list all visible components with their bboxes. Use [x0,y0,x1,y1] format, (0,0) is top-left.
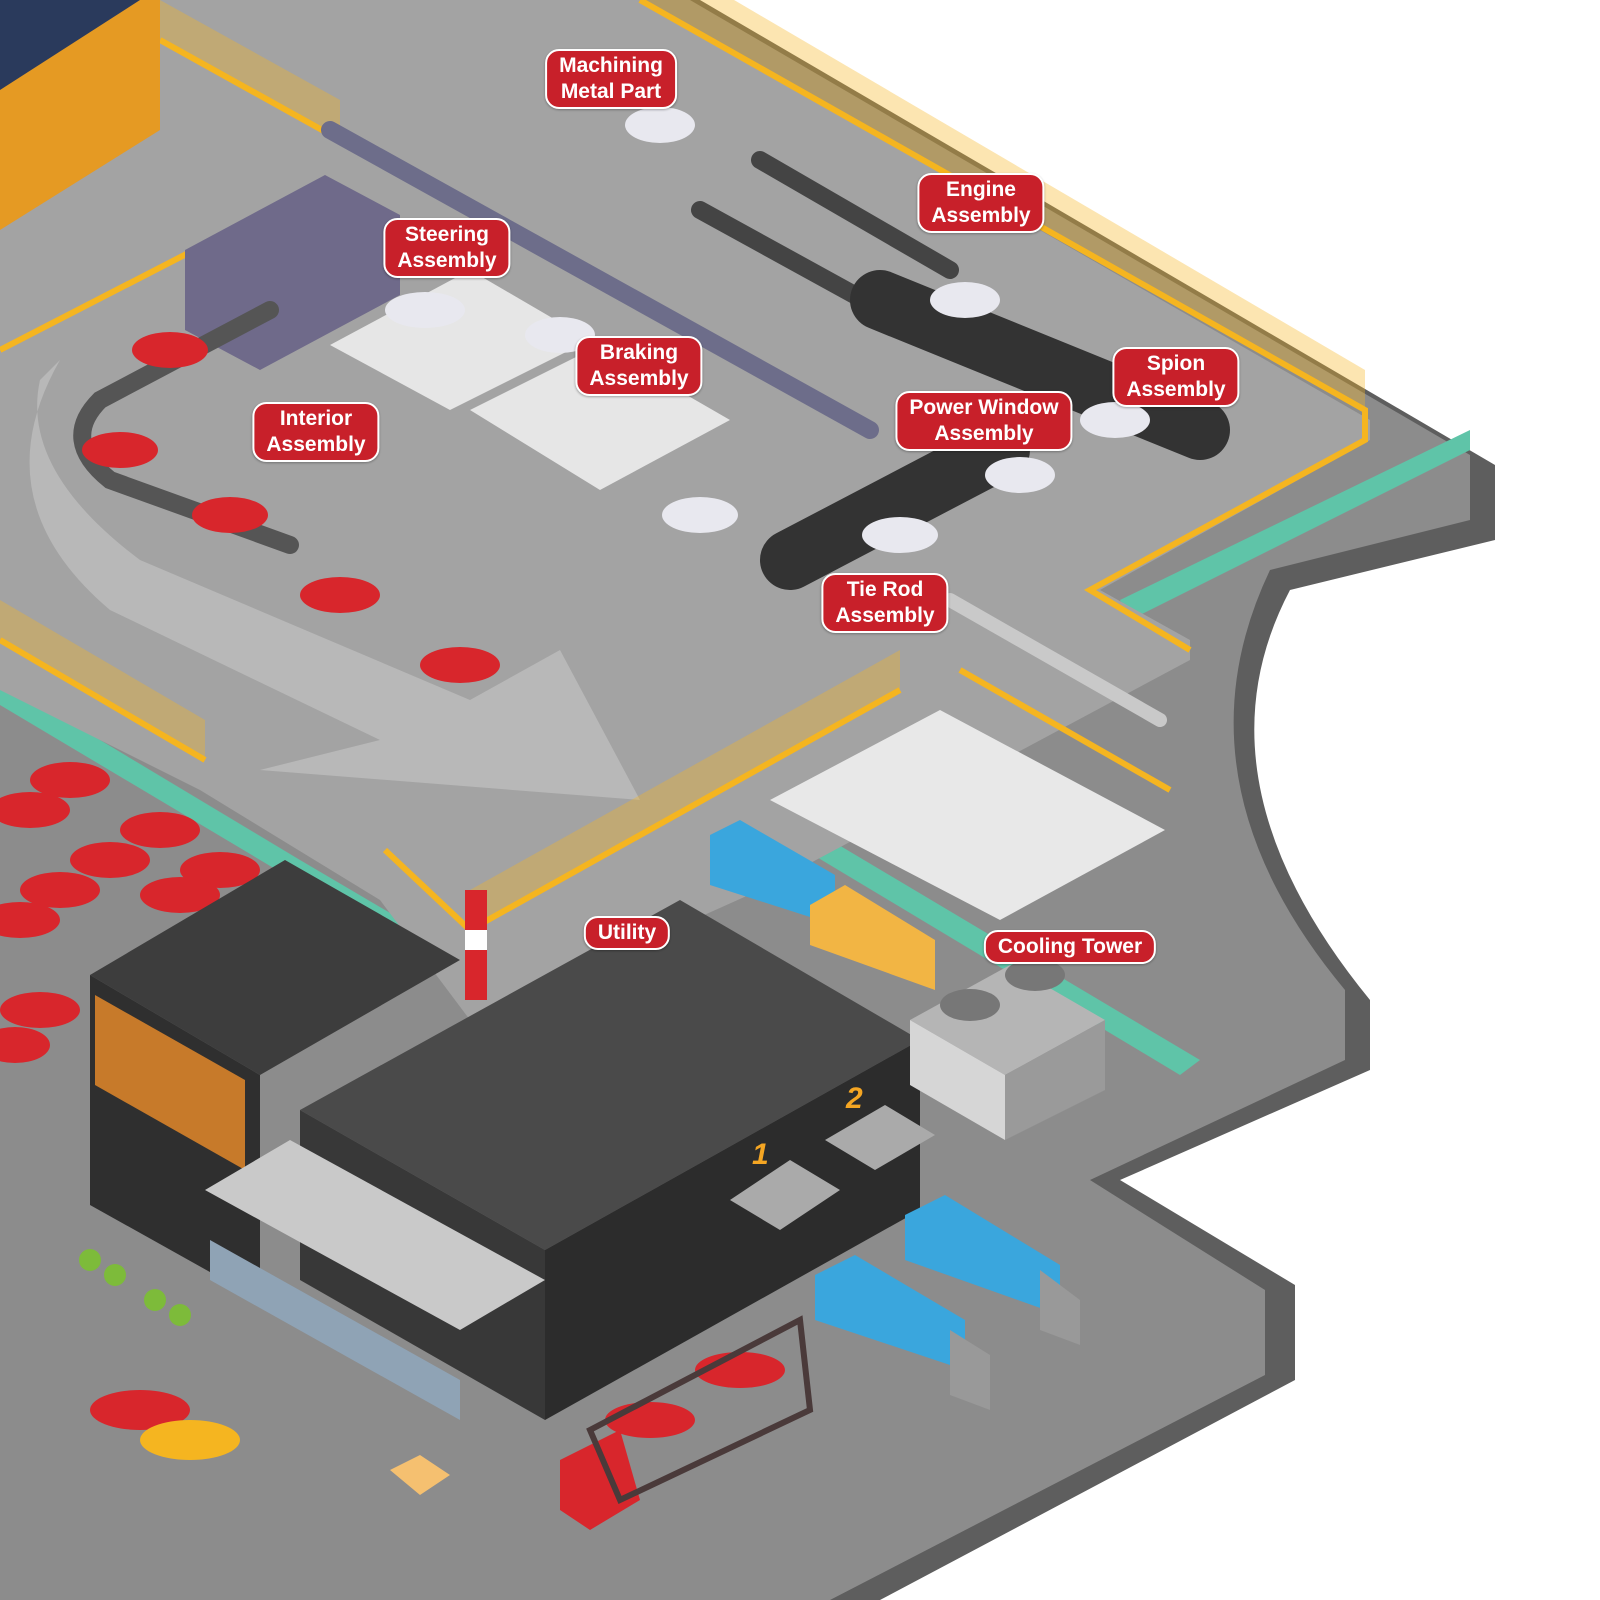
tire-floor [770,710,1165,920]
label-line: Metal Part [560,80,662,103]
trucks [560,820,1080,1530]
label-line: Cooling Tower [997,935,1143,958]
label-line: Utility [597,921,657,944]
label-line: Machining [559,54,663,77]
office-canopy [205,1140,545,1330]
label-line: Assembly [589,367,689,390]
dock-number-1: 1 [752,1138,769,1171]
label-line: Steering [404,223,490,246]
label-line: Assembly [266,433,366,456]
label-line: Braking [599,341,679,364]
flow-arrow [29,360,640,800]
label-utility: Utility [583,916,671,950]
label-line: Engine [945,178,1016,201]
label-line: Assembly [934,422,1034,445]
label-line: Assembly [397,249,497,272]
teal-walkway-right [1120,430,1470,620]
conveyor-main [73,301,299,554]
office-building-roof [90,860,460,1075]
label-line: Spion [1146,352,1206,375]
cooling-tower-building [910,965,1105,1075]
label-cooling-tower: Cooling Tower [983,930,1157,964]
label-line: Power Window [909,396,1059,419]
dock-number-2: 2 [846,1082,863,1115]
label-line: Assembly [835,604,935,627]
label-line: Interior [279,407,353,430]
label-line: Tie Rod [846,578,924,601]
label-line: Assembly [1126,378,1226,401]
label-line: Assembly [931,204,1031,227]
utility-building-roof [300,900,920,1250]
